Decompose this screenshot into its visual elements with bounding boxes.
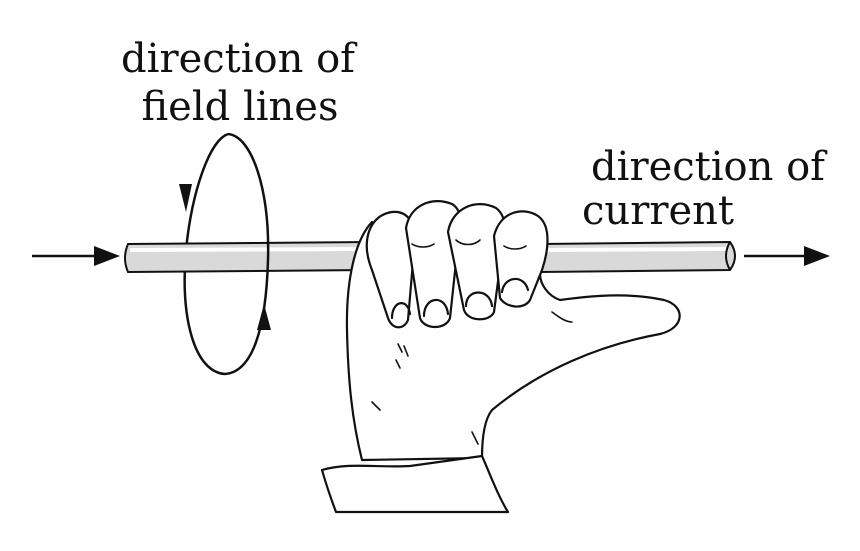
current-direction-label-line2: current — [582, 188, 734, 234]
right-hand — [320, 200, 681, 514]
outgoing-current-arrow — [744, 246, 830, 266]
field-direction-label-line1: direction of — [121, 36, 358, 82]
field-loop-front-arc — [224, 132, 270, 376]
field-arrow-down-icon — [179, 184, 192, 212]
field-direction-label-line2: field lines — [141, 84, 338, 130]
incoming-current-arrow — [32, 246, 120, 266]
wire — [124, 240, 736, 274]
field-arrow-up-icon — [257, 304, 271, 330]
current-direction-label-line1: direction of — [591, 144, 828, 190]
sleeve-cuff — [320, 454, 510, 514]
